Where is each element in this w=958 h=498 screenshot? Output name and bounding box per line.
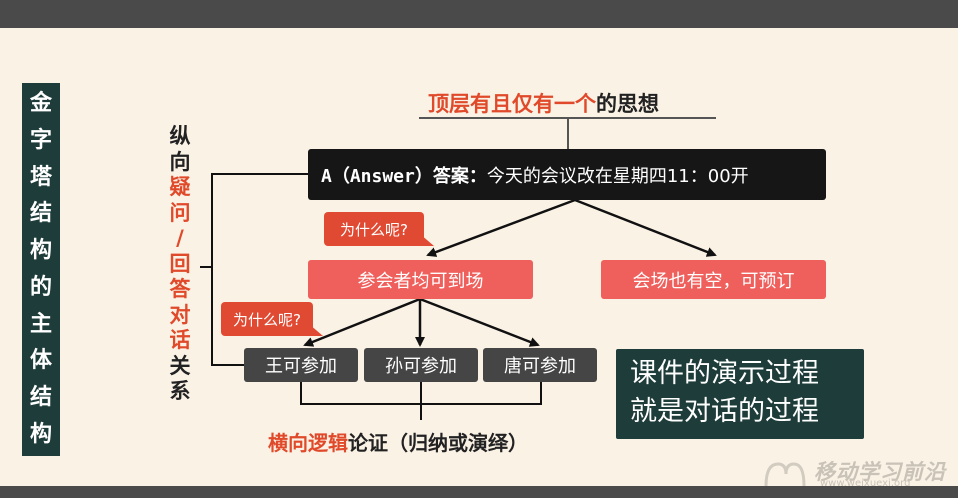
side-title-char: 的 [29,274,52,300]
vertical-label-char: / [176,226,184,250]
vertical-label-char: 回 [169,251,191,276]
leaf-wang: 王可参加 [244,348,358,382]
vertical-label-char: 对 [169,302,191,327]
title-underline [419,117,716,119]
course-note-line-2: 就是对话的过程 [630,396,819,427]
watermark-main: 移动学习前沿 [814,460,946,484]
pyramid-structure-title: 金字塔结构的主体结构 [22,83,60,456]
vertical-label-char: 向 [169,149,191,174]
arrow-to-left-node [426,198,576,257]
node-attendees: 参会者均可到场 [308,260,533,299]
vertical-label-char: 关 [169,353,191,378]
vertical-bracket-top [200,173,308,268]
side-title-char: 构 [29,421,52,447]
course-note-box: 课件的演示过程 就是对话的过程 [616,349,864,439]
side-title-char: 塔 [29,164,52,190]
leaf-sun: 孙可参加 [364,348,478,382]
leaf-tang: 唐可参加 [483,348,597,382]
answer-text: 今天的会议改在星期四11：00开 [486,165,749,187]
watermark-logo-icon [764,461,806,486]
vertical-bracket-bottom [211,267,244,366]
node-venue: 会场也有空，可预订 [601,260,826,299]
vertical-label-char: 系 [169,379,191,403]
bottom-bar [0,486,958,498]
arrow-to-leaf-3 [419,297,540,347]
side-title-char: 字 [29,127,52,153]
vertical-label-char: 答 [169,277,191,301]
vertical-relation-label: 纵向疑问/回答对话关系 [168,124,192,405]
top-title-red: 顶层有且仅有一个 [428,92,596,116]
h-title-red: 横向逻辑 [268,431,348,455]
vertical-label-char: 话 [169,328,191,352]
vertical-label-char: 疑 [169,175,191,199]
vertical-label-char: 纵 [169,124,191,148]
watermark: 移动学习前沿 www.weixuexi.org [762,456,946,490]
arrow-to-leaf-1 [303,297,421,347]
side-title-char: 金 [29,91,52,116]
top-level-idea-title: 顶层有且仅有一个的思想 [428,88,659,118]
answer-label: A（Answer）答案： [321,165,487,187]
side-title-char: 主 [29,311,52,337]
h-title-dark: 论证（归纳或演绎） [348,431,528,455]
vertical-label-char: 问 [169,200,191,225]
side-title-char: 构 [29,238,52,264]
arrow-to-right-node [574,198,717,257]
side-title-char: 结 [29,201,52,227]
watermark-sub: www.weixuexi.org [820,478,911,489]
top-title-dark: 的思想 [596,92,659,116]
side-title-char: 结 [29,385,52,411]
horizontal-logic-title: 横向逻辑论证（归纳或演绎） [268,427,528,456]
answer-box: A（Answer）答案：今天的会议改在星期四11：00开 [308,149,826,200]
why-bubble-2: 为什么呢? [221,302,323,336]
course-note-line-1: 课件的演示过程 [630,358,819,389]
top-bar [0,0,958,28]
why-bubble-1: 为什么呢? [324,212,434,246]
side-title-char: 体 [29,348,52,374]
